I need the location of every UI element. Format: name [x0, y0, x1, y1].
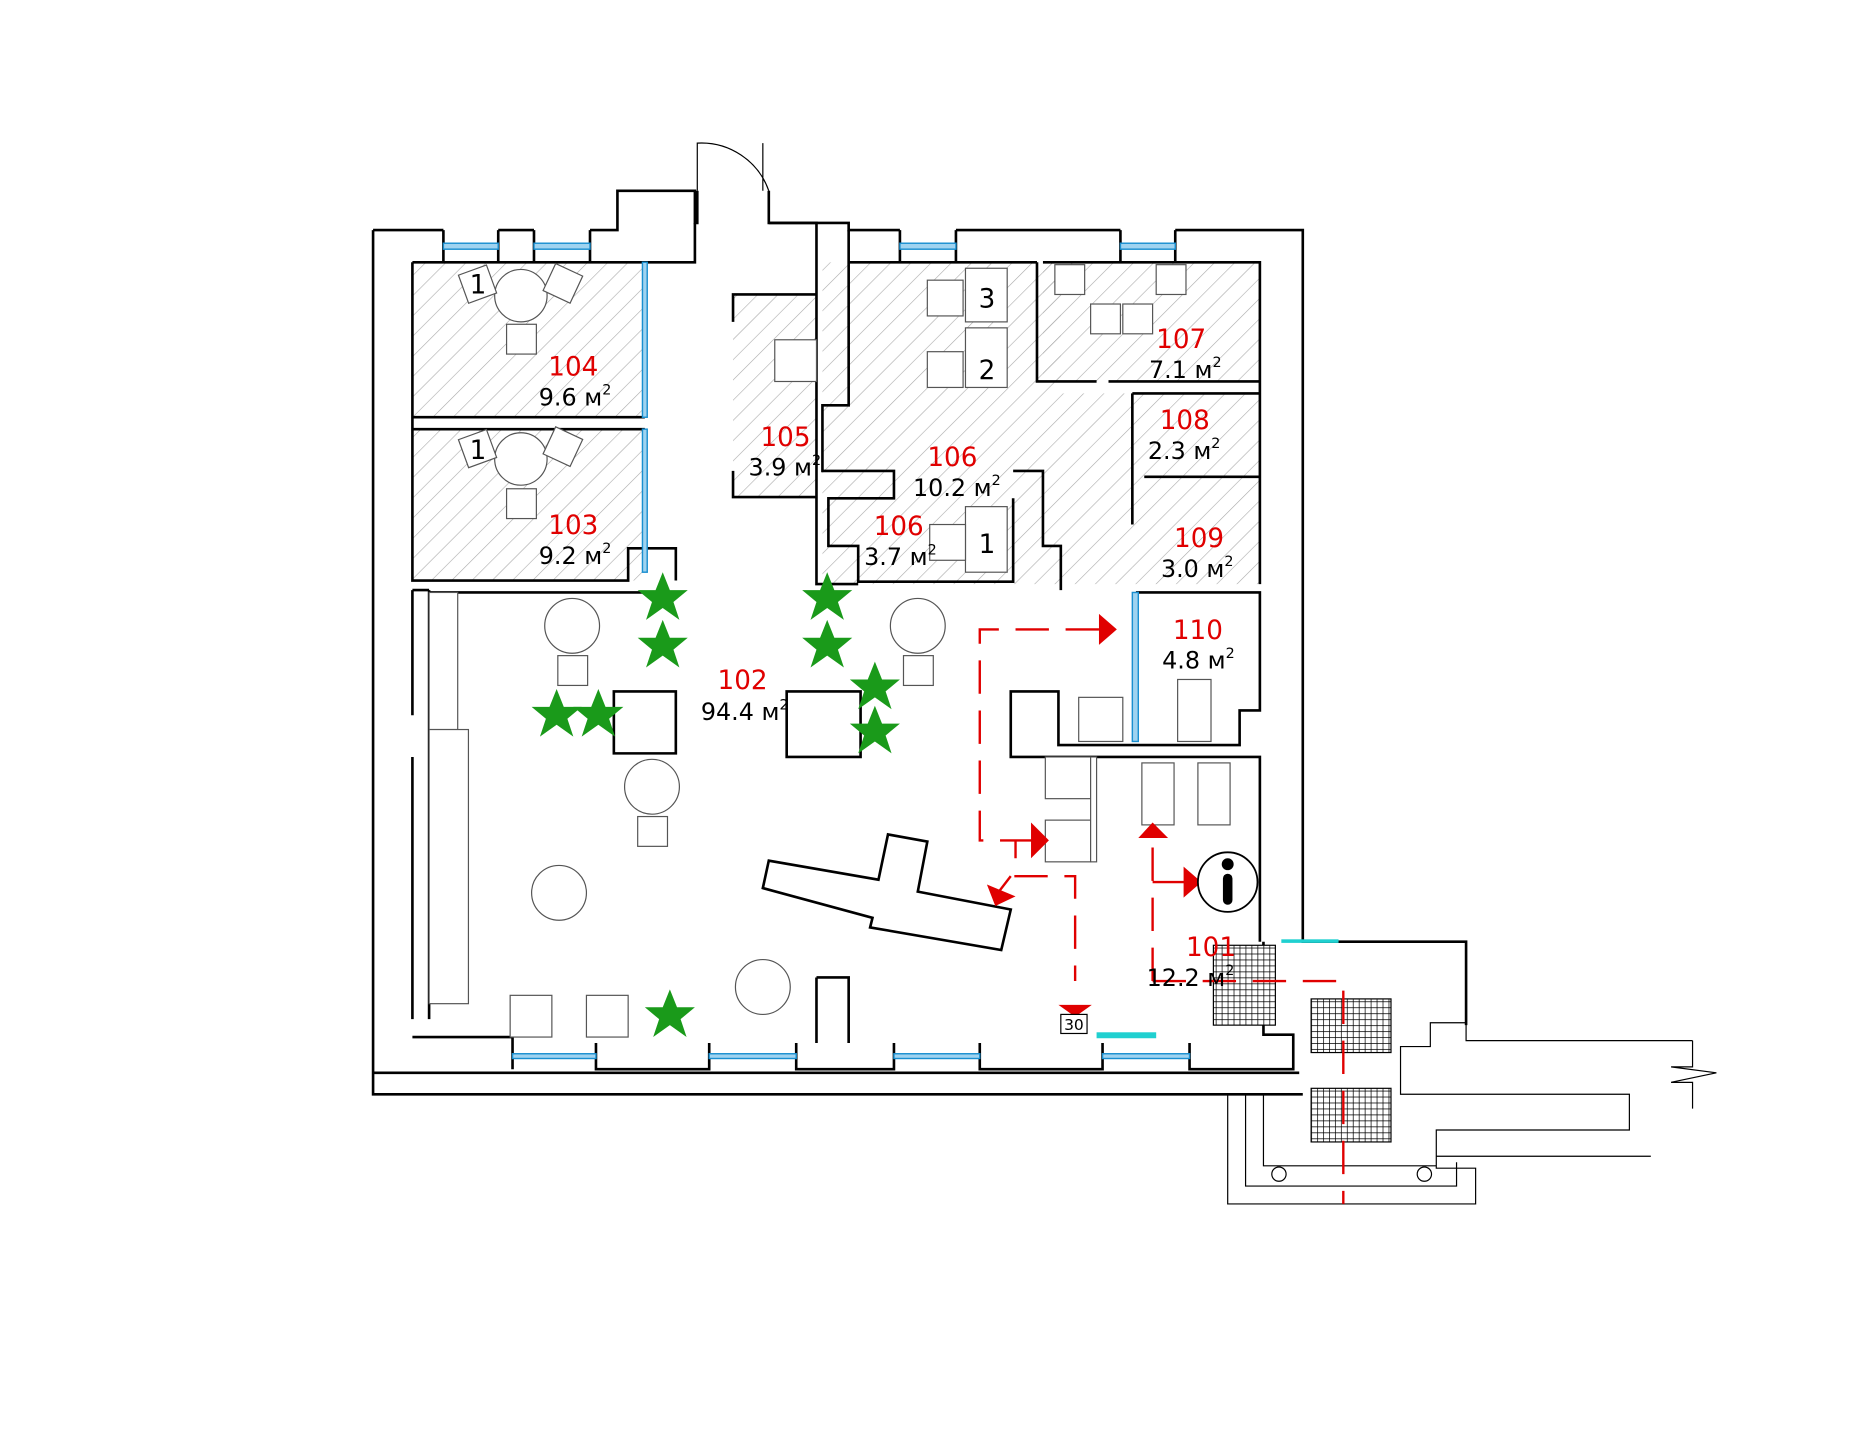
plant-icon — [573, 689, 624, 737]
window — [533, 242, 591, 250]
room-107-area: 7.1 м2 — [1149, 355, 1222, 384]
room-110-area: 4.8 м2 — [1162, 646, 1235, 675]
grate — [1310, 998, 1392, 1054]
window — [899, 242, 957, 250]
window — [442, 242, 499, 250]
window — [893, 1053, 981, 1060]
room-107-number: 107 — [1156, 325, 1206, 355]
room-103-area: 9.2 м2 — [539, 541, 612, 570]
arrow-icon — [1138, 822, 1169, 839]
evacuation-route — [978, 613, 1345, 1204]
windows — [442, 242, 1339, 1060]
plant-icon — [637, 619, 688, 668]
window — [1281, 939, 1339, 943]
room-110-number: 110 — [1173, 616, 1223, 646]
window — [511, 1053, 597, 1060]
room-labels: 101 12.2 м2 102 94.4 м2 103 9.2 м2 104 9… — [539, 325, 1236, 992]
room-102-number: 102 — [718, 666, 768, 696]
plant-icon — [644, 989, 695, 1038]
window — [708, 1053, 797, 1060]
plants — [531, 572, 900, 1038]
window — [1096, 1032, 1157, 1039]
marker: 1 — [979, 530, 996, 560]
arrow-icon — [1098, 613, 1117, 645]
marker: 2 — [979, 356, 996, 386]
arrow-icon — [986, 884, 1016, 906]
corridor-hatch — [1060, 393, 1133, 585]
room-106-number: 106 — [927, 443, 977, 473]
marker: 3 — [979, 285, 996, 315]
room-109-area: 3.0 м2 — [1161, 554, 1234, 583]
room-103-number: 103 — [548, 511, 598, 541]
entrance-door — [696, 142, 770, 191]
grate — [1310, 1087, 1392, 1143]
room-109-number: 109 — [1174, 524, 1224, 554]
room-104-number: 104 — [548, 353, 598, 383]
marker: 1 — [470, 436, 487, 466]
room-106b-area: 3.7 м2 — [864, 542, 937, 571]
arrow-icon — [1031, 822, 1049, 859]
walls — [371, 189, 1717, 1205]
arrow-icon — [1058, 1004, 1092, 1017]
room-108-area: 2.3 м2 — [1148, 436, 1221, 465]
room-106b-number: 106 — [874, 512, 924, 542]
marker: 1 — [470, 270, 487, 300]
plant-icon — [802, 619, 853, 668]
grate — [1212, 944, 1276, 1026]
arrow-icon — [1183, 866, 1202, 898]
plant-icon — [802, 572, 853, 620]
room-108-109-area — [1132, 393, 1260, 585]
window — [1131, 591, 1140, 743]
room-101-number: 101 — [1186, 933, 1236, 963]
room-102-area: 94.4 м2 — [701, 697, 789, 726]
room-104-area: 9.6 м2 — [539, 383, 612, 412]
info-icon — [1197, 851, 1259, 913]
tag-box — [1060, 1013, 1088, 1035]
room-101-area: 12.2 м2 — [1147, 963, 1235, 992]
window — [1101, 1053, 1191, 1060]
plant-icon — [531, 689, 582, 737]
furniture — [428, 262, 1231, 1038]
tag-30: 30 — [1064, 1016, 1084, 1034]
plant-icon — [849, 661, 900, 710]
room-105-number: 105 — [760, 423, 810, 453]
window — [641, 428, 648, 573]
room-105-area — [733, 294, 817, 498]
window — [641, 261, 648, 418]
room-108-number: 108 — [1160, 406, 1210, 436]
room-106-area: 10.2 м2 — [913, 473, 1001, 502]
plant-icon — [849, 705, 900, 754]
plant-icon — [637, 572, 688, 620]
room-105-area: 3.9 м2 — [749, 453, 822, 482]
window — [1119, 242, 1176, 250]
